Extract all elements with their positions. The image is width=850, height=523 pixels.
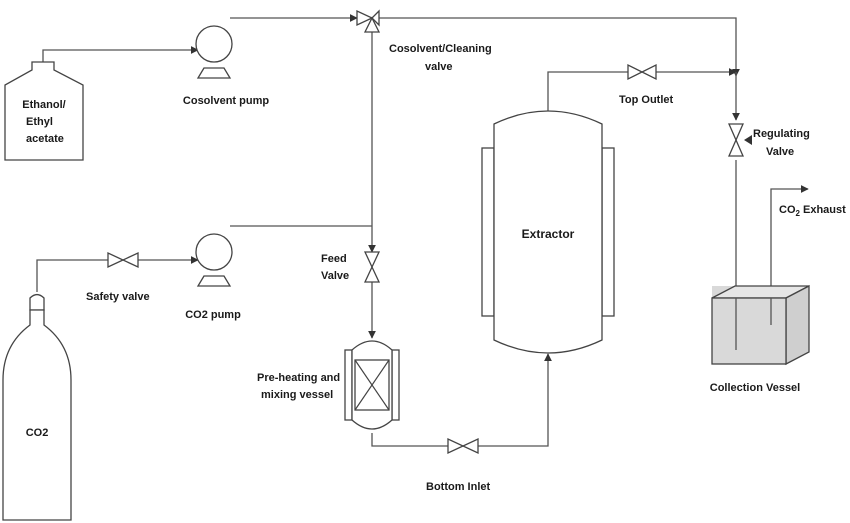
extractor-vessel bbox=[481, 110, 615, 354]
feed-valve-label-1: Feed bbox=[321, 253, 347, 265]
co2-cylinder-label: CO2 bbox=[26, 427, 49, 439]
safety-valve bbox=[107, 251, 139, 269]
co2-exhaust-label: CO2 Exhaust bbox=[779, 204, 846, 218]
cosolvent-pump bbox=[195, 25, 233, 79]
top-outlet-valve bbox=[627, 63, 657, 81]
preheating-vessel bbox=[344, 340, 400, 430]
regulating-valve-label-1: Regulating bbox=[753, 128, 810, 140]
preheating-label-2: mixing vessel bbox=[261, 389, 333, 401]
safety-valve-label: Safety valve bbox=[86, 291, 150, 303]
co2-pump bbox=[195, 233, 233, 287]
collection-vessel-label: Collection Vessel bbox=[710, 382, 800, 394]
ethanol-bottle bbox=[4, 61, 84, 161]
extractor-label: Extractor bbox=[522, 227, 575, 241]
pipe-network bbox=[36, 14, 809, 447]
cleaning-valve bbox=[356, 9, 381, 33]
ethanol-label-3: acetate bbox=[26, 133, 64, 145]
top-outlet-label: Top Outlet bbox=[619, 94, 674, 106]
preheating-label-1: Pre-heating and bbox=[257, 372, 340, 384]
feed-valve-label-2: Valve bbox=[321, 270, 349, 282]
bottom-inlet-valve bbox=[447, 437, 479, 455]
bottom-inlet-label: Bottom Inlet bbox=[426, 481, 490, 493]
collection-vessel bbox=[711, 284, 810, 366]
cleaning-valve-label-2: valve bbox=[425, 61, 453, 73]
cosolvent-pump-label: Cosolvent pump bbox=[183, 95, 269, 107]
ethanol-label-1: Ethanol/ bbox=[22, 99, 65, 111]
feed-valve bbox=[363, 251, 381, 283]
ethanol-label-2: Ethyl bbox=[26, 116, 53, 128]
cleaning-valve-label-1: Cosolvent/Cleaning bbox=[389, 43, 492, 55]
regulating-valve-label-2: Valve bbox=[766, 146, 794, 158]
regulating-valve bbox=[728, 123, 752, 157]
co2-pump-label: CO2 pump bbox=[185, 309, 241, 321]
co2-cylinder bbox=[2, 293, 72, 521]
